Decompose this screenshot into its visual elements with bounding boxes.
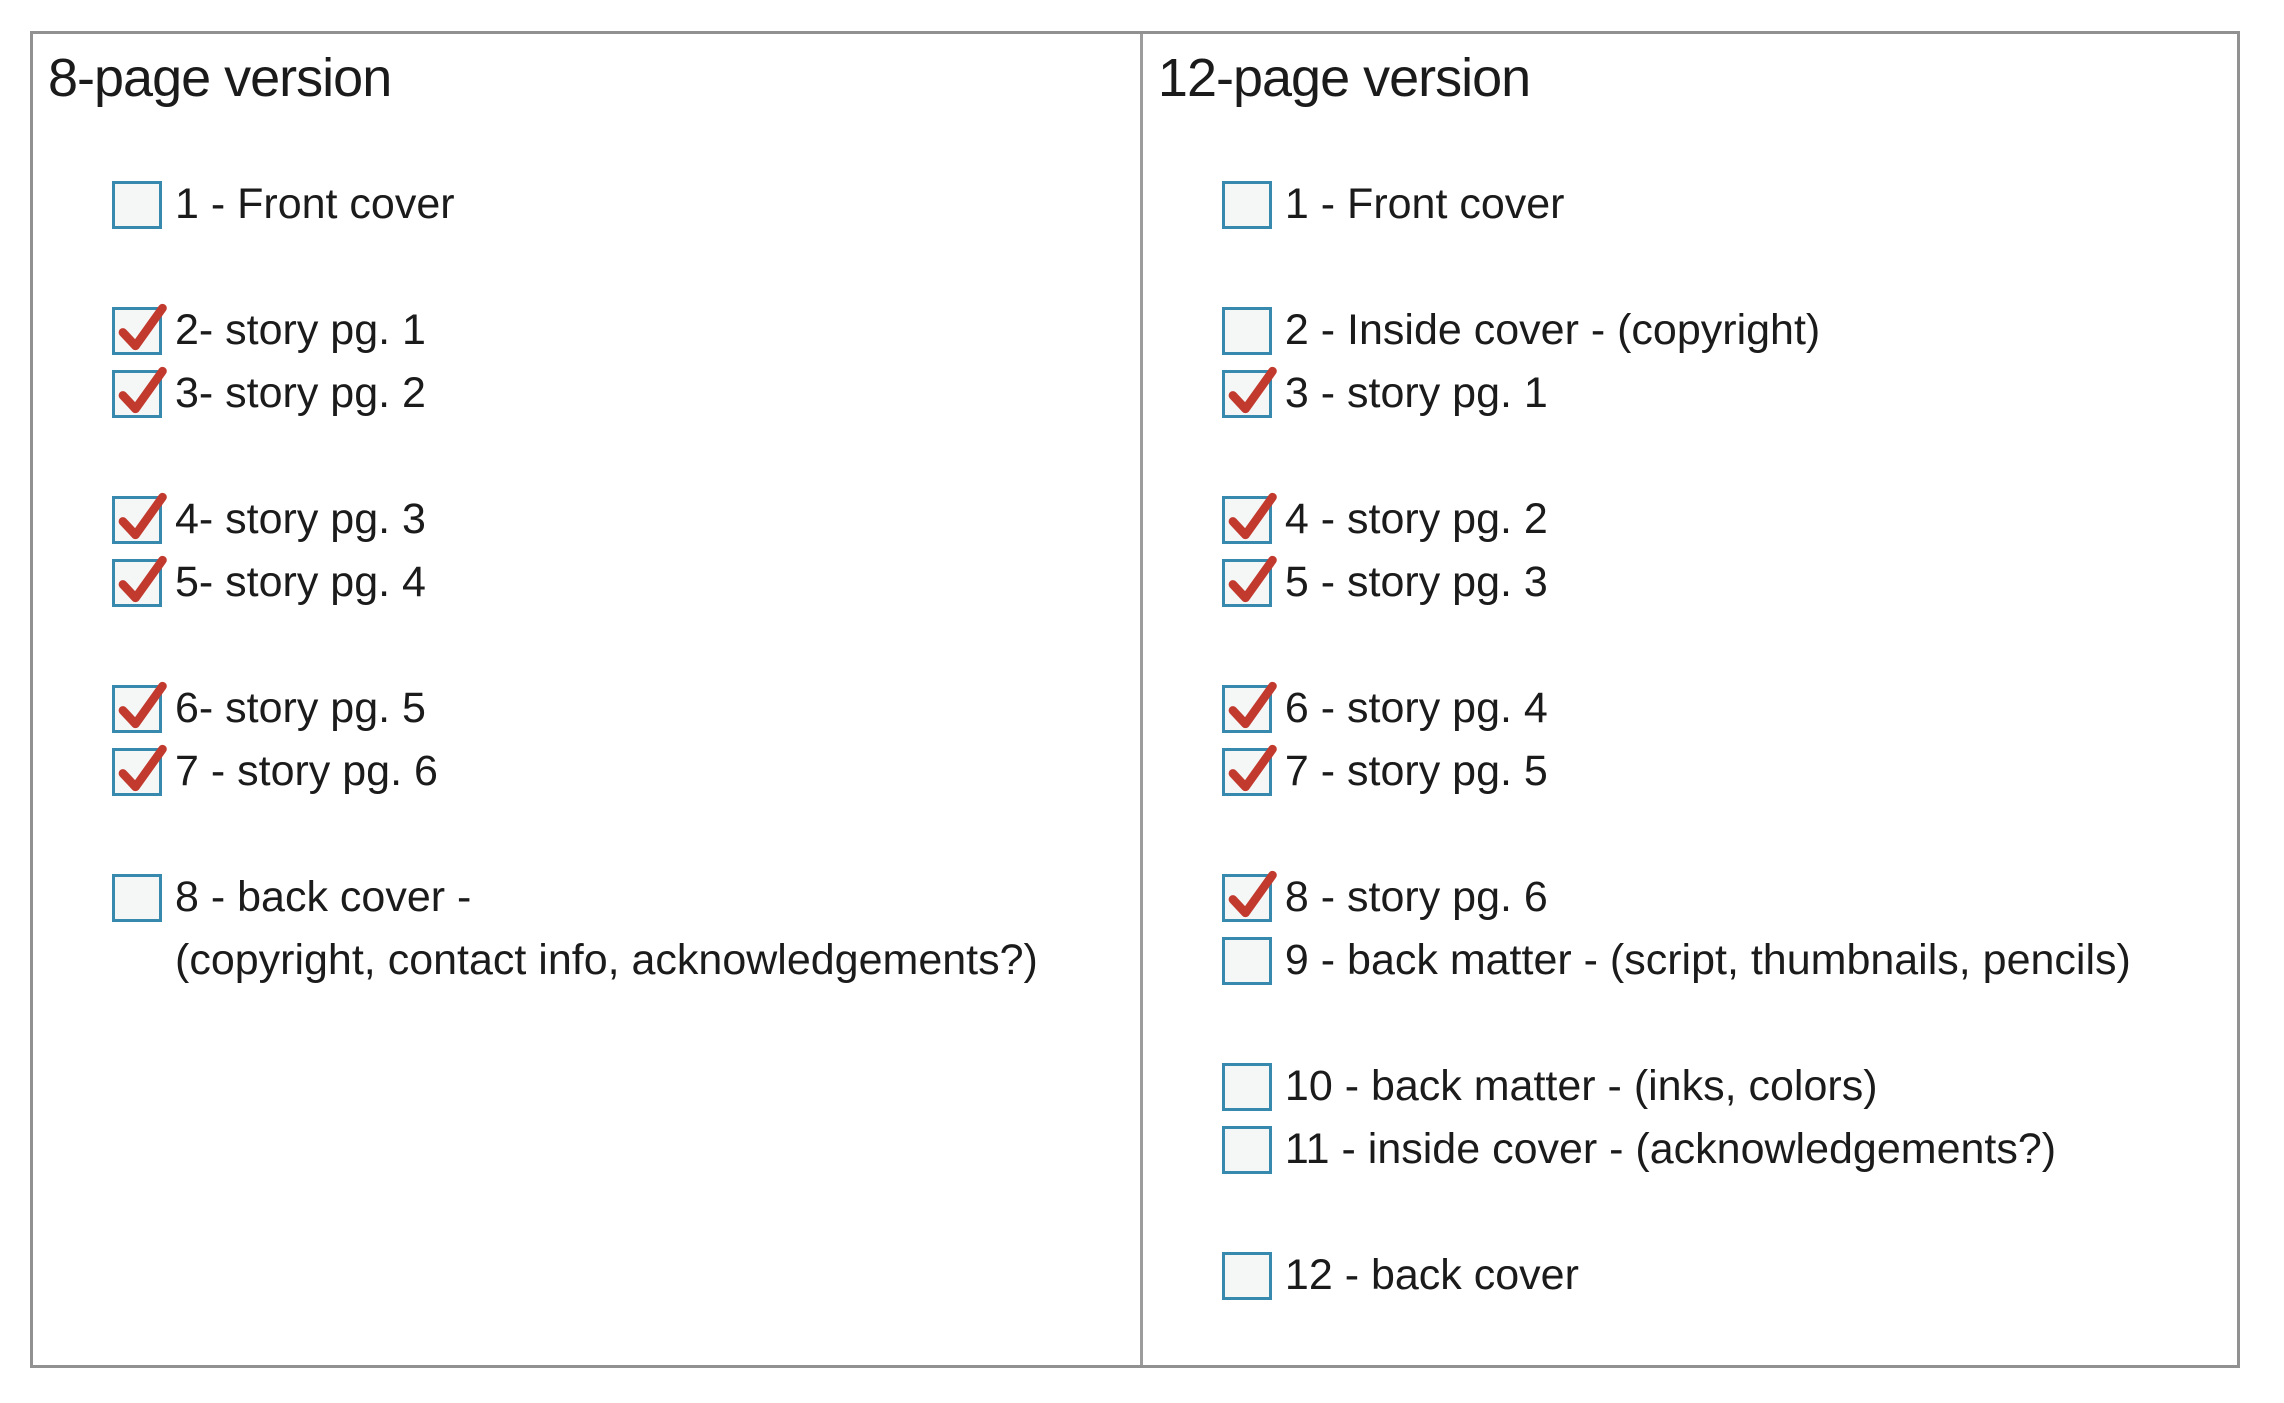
- column-title: 12-page version: [1157, 48, 1531, 108]
- checkbox-checked[interactable]: [1221, 744, 1277, 796]
- blank-line: [1158, 425, 2227, 488]
- checkbox-checked[interactable]: [112, 303, 167, 355]
- checkbox-checked[interactable]: [112, 681, 167, 733]
- item-label: 2- story pg. 1: [175, 306, 426, 354]
- blank-line: [1158, 992, 2227, 1055]
- checklist-item: 8 - back cover -: [48, 866, 1130, 929]
- check-icon: [1228, 492, 1277, 539]
- item-label: 8 - back cover -: [175, 873, 472, 921]
- checkbox-checked[interactable]: [1221, 681, 1277, 733]
- blank-line: [48, 425, 1130, 488]
- item-label: (copyright, contact info, acknowledgemen…: [175, 936, 1038, 984]
- checklist-item: 4- story pg. 3: [48, 488, 1130, 551]
- blank-line: [1158, 110, 2227, 173]
- checkbox-unchecked[interactable]: [112, 180, 162, 229]
- item-label: 5 - story pg. 3: [1284, 558, 1548, 606]
- item-label: 1 - Front cover: [1284, 180, 1565, 228]
- blank-line: [1158, 803, 2227, 866]
- checklist-item: 1 - Front cover: [1158, 173, 2227, 236]
- checkbox-checked[interactable]: [112, 744, 167, 796]
- column-8-page-version: 8-page version 1 - Front cover 2- story p…: [33, 34, 1140, 1365]
- item-label: 8 - story pg. 6: [1284, 873, 1548, 921]
- checkbox-checked[interactable]: [112, 555, 167, 607]
- column-title: 8-page version: [48, 48, 392, 108]
- item-label: 4 - story pg. 2: [1284, 495, 1548, 543]
- item-label: 11 - inside cover - (acknowledgements?): [1284, 1125, 2057, 1173]
- checklist-panel: 8-page version 1 - Front cover 2- story p…: [30, 31, 2240, 1368]
- blank-line: [1158, 1181, 2227, 1244]
- checklist-item: 7 - story pg. 6: [48, 740, 1130, 803]
- item-label: 6- story pg. 5: [175, 684, 426, 732]
- blank-line: [48, 614, 1130, 677]
- check-icon: [1228, 744, 1277, 791]
- check-icon: [118, 555, 167, 602]
- check-icon: [118, 681, 167, 728]
- checklist-item: 10 - back matter - (inks, colors): [1158, 1055, 2227, 1118]
- checklist-item: 11 - inside cover - (acknowledgements?): [1158, 1118, 2227, 1181]
- check-icon: [1228, 366, 1277, 413]
- item-label: 6 - story pg. 4: [1284, 684, 1548, 732]
- checkbox-unchecked[interactable]: [1221, 1062, 1272, 1111]
- checkbox-checked[interactable]: [1221, 555, 1277, 607]
- blank-line: [1158, 236, 2227, 299]
- checkbox-unchecked[interactable]: [1221, 936, 1272, 985]
- checklist-item: 8 - story pg. 6: [1158, 866, 2227, 929]
- check-icon: [118, 492, 167, 539]
- column-12-page-version: 12-page version 1 - Front cover 2 - Insid…: [1139, 34, 2237, 1365]
- blank-line: [1158, 614, 2227, 677]
- checklist-item: 9 - back matter - (script, thumbnails, p…: [1158, 929, 2227, 992]
- checklist-item: 6- story pg. 5: [48, 677, 1130, 740]
- checkbox-checked[interactable]: [112, 366, 167, 418]
- check-icon: [118, 366, 167, 413]
- checkbox-checked[interactable]: [112, 492, 167, 544]
- item-label: 5- story pg. 4: [175, 558, 426, 606]
- checklist: 1 - Front cover 2 - Inside cover - (copyr…: [1158, 110, 2227, 1307]
- checkbox-unchecked[interactable]: [1221, 1125, 1272, 1174]
- item-label: 10 - back matter - (inks, colors): [1284, 1062, 1878, 1110]
- checklist-item: 2- story pg. 1: [48, 299, 1130, 362]
- checklist-item: 6 - story pg. 4: [1158, 677, 2227, 740]
- checkbox-unchecked[interactable]: [112, 873, 162, 922]
- check-icon: [1228, 555, 1277, 602]
- checklist-item: 1 - Front cover: [48, 173, 1130, 236]
- check-icon: [1228, 681, 1277, 728]
- item-label: 7 - story pg. 5: [1284, 747, 1548, 795]
- item-label: 3 - story pg. 1: [1284, 369, 1548, 417]
- item-label: 1 - Front cover: [175, 180, 455, 228]
- checkbox-checked[interactable]: [1221, 492, 1277, 544]
- blank-line: [48, 803, 1130, 866]
- checklist-item: 4 - story pg. 2: [1158, 488, 2227, 551]
- item-label: 2 - Inside cover - (copyright): [1284, 306, 1821, 354]
- item-label: 4- story pg. 3: [175, 495, 426, 543]
- checklist-item: 5- story pg. 4: [48, 551, 1130, 614]
- checklist-item: 7 - story pg. 5: [1158, 740, 2227, 803]
- checklist-item: 5 - story pg. 3: [1158, 551, 2227, 614]
- checkbox-checked[interactable]: [1221, 366, 1277, 418]
- checkbox-checked[interactable]: [1221, 870, 1277, 922]
- check-icon: [118, 744, 167, 791]
- checklist-item: 2 - Inside cover - (copyright): [1158, 299, 2227, 362]
- item-label: 7 - story pg. 6: [175, 747, 438, 795]
- check-icon: [118, 303, 167, 350]
- checkbox-unchecked[interactable]: [1221, 1251, 1272, 1300]
- checklist-item: 3 - story pg. 1: [1158, 362, 2227, 425]
- checkbox-unchecked[interactable]: [1221, 306, 1272, 355]
- item-label: 3- story pg. 2: [175, 369, 426, 417]
- check-icon: [1228, 870, 1277, 917]
- checklist: 1 - Front cover 2- story pg. 1 3- story pg…: [48, 110, 1130, 992]
- checklist-item: 3- story pg. 2: [48, 362, 1130, 425]
- item-label: 9 - back matter - (script, thumbnails, p…: [1284, 936, 2131, 984]
- checkbox-unchecked[interactable]: [1221, 180, 1272, 229]
- item-label: 12 - back cover: [1284, 1251, 1579, 1299]
- blank-line: [48, 110, 1130, 173]
- item-continuation-line: (copyright, contact info, acknowledgemen…: [48, 929, 1130, 992]
- blank-line: [48, 236, 1130, 299]
- checklist-item: 12 - back cover: [1158, 1244, 2227, 1307]
